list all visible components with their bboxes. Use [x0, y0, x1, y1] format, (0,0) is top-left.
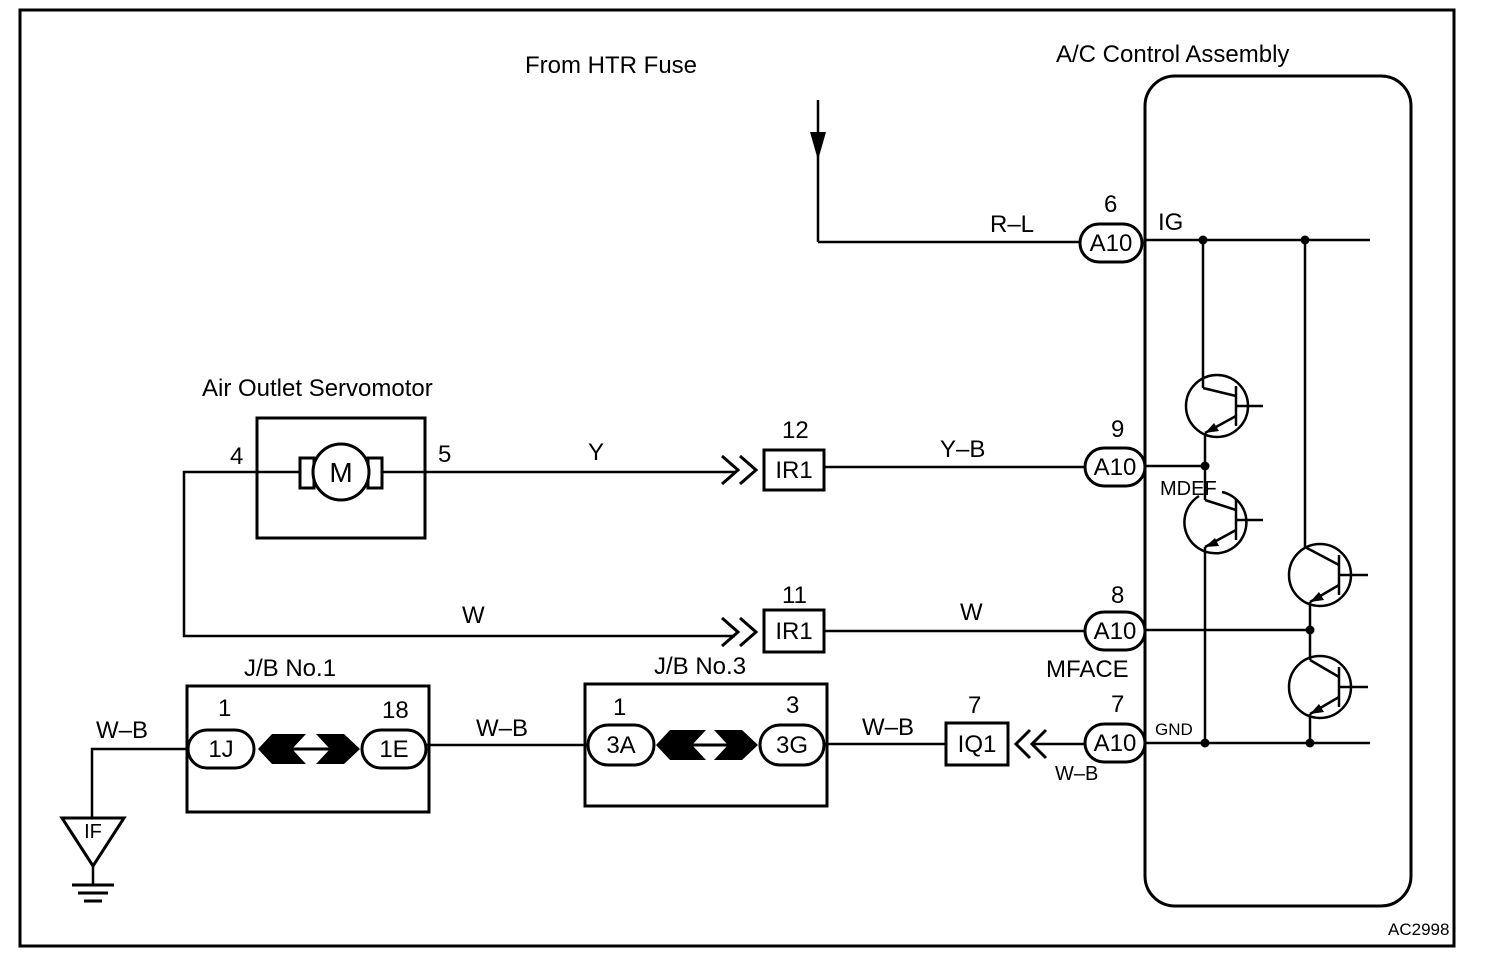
jb3-connector-right: 3G	[776, 732, 808, 759]
wire-color-yb: Y–B	[940, 436, 985, 463]
connector-a10-mface: 8 A10	[1083, 582, 1147, 652]
transistor-3-icon	[1287, 542, 1368, 608]
pin-number: 6	[1104, 191, 1117, 218]
wire-color-y: Y	[588, 439, 604, 466]
jb3-connector-left: 3A	[606, 732, 635, 759]
connector-id: IR1	[775, 457, 812, 484]
feed-arrow-icon	[810, 132, 826, 160]
wire-color-wb-ground: W–B	[96, 717, 148, 744]
pin-number: 12	[782, 417, 809, 444]
transistor-2-icon	[1183, 490, 1263, 555]
jb1-connector-right: 1E	[379, 736, 408, 763]
connector-iq1: 7 IQ1	[944, 692, 1010, 767]
connector-id: A10	[1094, 730, 1137, 757]
internal-circuit	[1145, 235, 1370, 748]
connector-a10-gnd: 7 A10	[1083, 691, 1147, 764]
wire-color-wb-jb: W–B	[476, 715, 528, 742]
connector-a10-ig: 6 A10	[1078, 191, 1144, 264]
ac-control-assembly-box	[1143, 74, 1413, 908]
servomotor-title: Air Outlet Servomotor	[202, 375, 433, 402]
connector-a10-mdef: 9 A10	[1083, 416, 1147, 488]
pin-number: 7	[968, 692, 981, 719]
motor-icon: M	[257, 442, 425, 502]
inline-arrow-icon	[721, 454, 759, 486]
jb1-junction-icon	[258, 734, 360, 764]
jb1-pin-right: 18	[382, 697, 409, 724]
terminal-gnd: GND	[1155, 720, 1193, 739]
jb3-title: J/B No.3	[654, 653, 746, 680]
connector-id: IR1	[775, 618, 812, 645]
terminal-mdef: MDEF	[1160, 478, 1217, 500]
wire-color-wb-iq: W–B	[862, 714, 914, 741]
servo-pin-4: 4	[230, 443, 243, 470]
diagram-frame	[18, 8, 1456, 948]
pin-number: 7	[1111, 691, 1124, 718]
terminal-mface: MFACE	[1046, 656, 1129, 683]
jb1-connector-left: 1J	[208, 736, 233, 763]
wire-color-w2: W	[960, 599, 983, 626]
servomotor-box	[255, 416, 427, 540]
transistor-1-icon	[1184, 373, 1263, 439]
transistor-4-icon	[1287, 654, 1368, 720]
connector-id: IQ1	[958, 731, 997, 758]
motor-symbol: M	[329, 457, 352, 488]
pin-number: 11	[782, 582, 807, 609]
jb3-pin-left: 1	[613, 694, 626, 721]
htr-fuse-feed	[810, 100, 1080, 244]
jb3-pin-right: 3	[786, 692, 799, 719]
terminal-ig: IG	[1158, 209, 1183, 236]
wire-color-wb-lower: W–B	[1055, 763, 1098, 785]
inline-arrow-icon	[721, 616, 759, 648]
pin-number: 8	[1111, 582, 1124, 609]
jb1-title: J/B No.1	[244, 655, 336, 682]
connector-ir1-w: 11 IR1	[762, 582, 826, 654]
ac-control-assembly-title: A/C Control Assembly	[1056, 41, 1289, 68]
connector-id: A10	[1094, 618, 1137, 645]
jb1-pin-left: 1	[218, 695, 231, 722]
jb3-junction-icon	[656, 730, 758, 760]
connector-id: A10	[1094, 454, 1137, 481]
pin-number: 9	[1111, 416, 1124, 443]
connector-ir1-y: 12 IR1	[762, 417, 826, 492]
source-fuse-label: From HTR Fuse	[525, 52, 697, 79]
wire-color-rl: R–L	[990, 211, 1034, 238]
wire-color-w1: W	[462, 602, 485, 629]
figure-code: AC2998	[1388, 920, 1449, 939]
connector-id: A10	[1090, 230, 1133, 257]
ground-id: IF	[84, 821, 102, 843]
servo-pin-5: 5	[438, 441, 451, 468]
ground-symbol-icon: IF	[59, 816, 127, 903]
